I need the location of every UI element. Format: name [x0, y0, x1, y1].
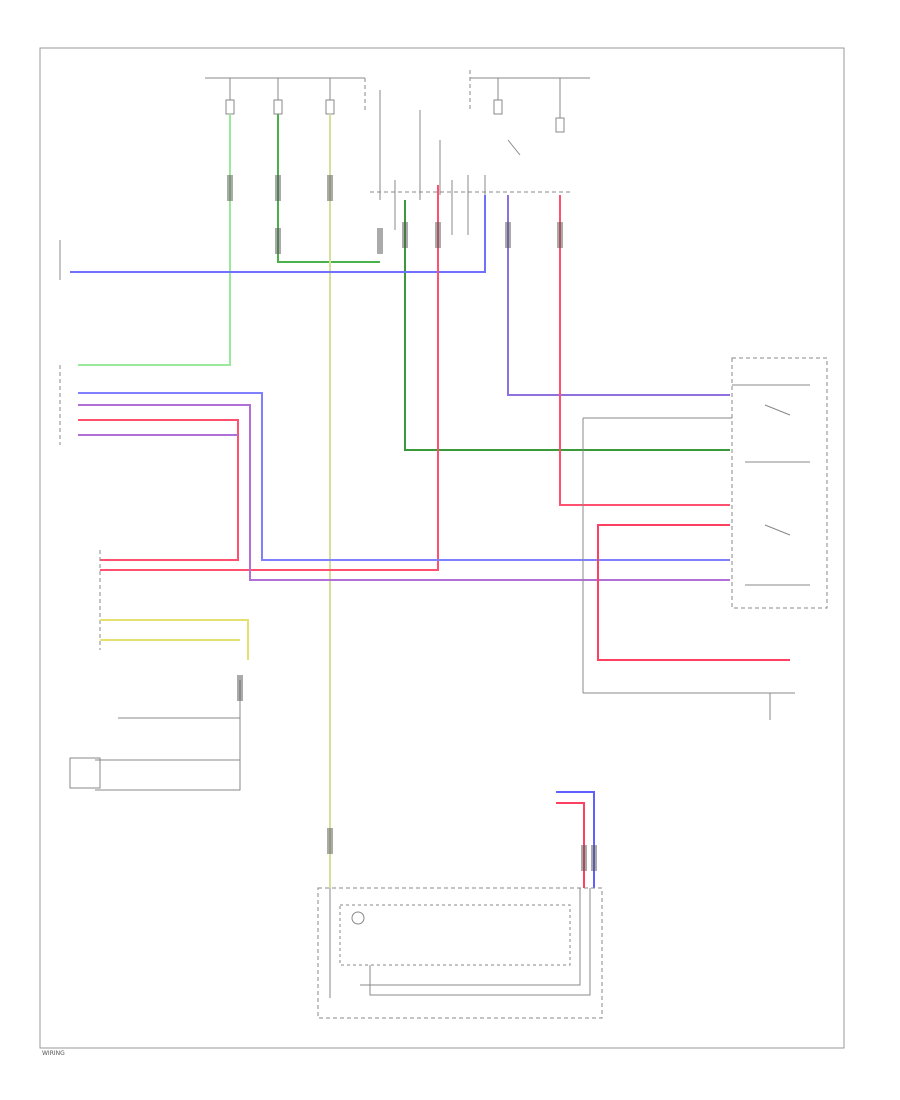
fuse-3 [325, 78, 335, 115]
wire-blue-top [59, 195, 486, 280]
fuse-bus-top [205, 70, 590, 112]
diagram-frame [39, 47, 845, 1049]
ecm [59, 365, 249, 660]
fuse-4 [493, 78, 503, 115]
ecm-temp-sensor [69, 680, 241, 791]
combination-meter [317, 887, 603, 1019]
fuse-5 [555, 78, 565, 133]
can-lines [556, 791, 595, 888]
wire-dark-green [277, 114, 730, 451]
wire-red-center [100, 185, 439, 571]
relay-holder [731, 357, 828, 609]
relay-holder-box [731, 357, 828, 609]
diagram-code: WIRING [42, 1050, 65, 1057]
combination-meter-box [317, 887, 603, 1019]
cooling-fan-frame [582, 417, 795, 720]
fuse-2 [273, 78, 283, 115]
ecm-harness [78, 392, 730, 581]
top-switches [370, 90, 570, 235]
wire-green-1 [78, 114, 231, 366]
wire-violet-right [507, 195, 730, 506]
connector-marks [227, 175, 597, 871]
fuse-1 [225, 78, 235, 115]
fuses [225, 78, 565, 156]
